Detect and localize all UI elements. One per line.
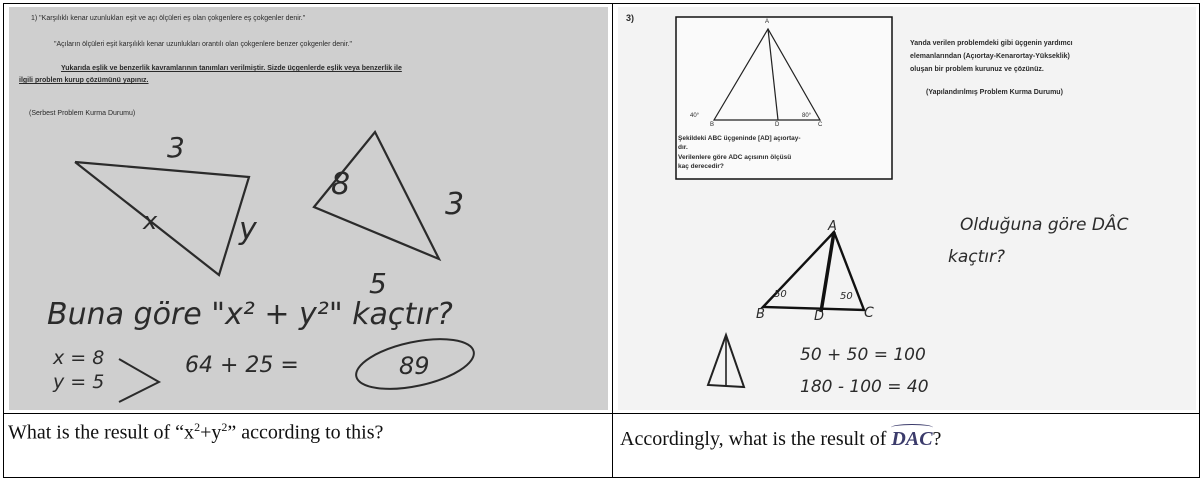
left-printed-line-3: Yukarıda eşlik ve benzerlik kavramlarını… bbox=[61, 65, 402, 72]
left-printed-line-1: 1) "Karşılıklı kenar uzunlukları eşit ve… bbox=[31, 15, 306, 22]
hand-vertex-b: B bbox=[756, 307, 765, 322]
small-sketch-triangle bbox=[706, 331, 746, 389]
left-triangle-2 bbox=[312, 129, 442, 262]
handwritten-question: Buna göre "x² + y²" kaçtır? bbox=[47, 297, 453, 332]
left-caption-sup-2: 2 bbox=[221, 420, 228, 434]
hand-calc-2: 180 - 100 = 40 bbox=[800, 377, 929, 397]
tri2-right-label: 3 bbox=[445, 187, 465, 222]
instruction-line-1: Yanda verilen problemdeki gibi üçgenin y… bbox=[910, 40, 1073, 47]
box-vertex-b: B bbox=[710, 122, 715, 128]
printed-bisector bbox=[767, 28, 779, 121]
instruction-line-4: (Yapılandırılmış Problem Kurma Durumu) bbox=[926, 89, 1063, 96]
hand-vertex-d: D bbox=[814, 309, 825, 324]
box-vertex-a: A bbox=[765, 19, 770, 25]
left-caption-mid: +y bbox=[200, 421, 222, 444]
solution-calc: 64 + 25 = bbox=[185, 353, 299, 378]
hand-question-line-1: Olduğuna göre DÂC bbox=[960, 215, 1129, 235]
hand-vertex-c: C bbox=[864, 305, 874, 321]
left-caption-sup-1: 2 bbox=[194, 420, 201, 434]
right-caption-post: ? bbox=[932, 428, 942, 450]
right-scanned-worksheet: 3) 40° 80° A B D C Şekildeki ABC üçgenin… bbox=[618, 7, 1196, 410]
hand-triangle bbox=[760, 229, 866, 312]
tri1-left-label: x bbox=[143, 207, 158, 235]
left-printed-line-4: ilgili problem kurup çözümünü yapınız. bbox=[19, 77, 149, 84]
tri2-left-label: 8 bbox=[331, 167, 351, 202]
left-triangle-1 bbox=[74, 160, 251, 277]
tri1-top-label: 3 bbox=[167, 131, 185, 164]
hand-vertex-a: A bbox=[828, 219, 837, 234]
angle-c-label: 80° bbox=[802, 113, 812, 119]
left-scanned-worksheet: 1) "Karşılıklı kenar uzunlukları eşit ve… bbox=[9, 7, 608, 410]
box-text-1: Şekildeki ABC üçgeninde [AD] açıortay- bbox=[678, 135, 801, 142]
instruction-line-3: oluşan bir problem kurunuz ve çözünüz. bbox=[910, 66, 1044, 73]
right-drawings bbox=[675, 16, 893, 389]
right-caption-angle-symbol: DAC bbox=[891, 424, 933, 450]
hand-question-line-2: kaçtır? bbox=[948, 247, 1006, 267]
solution-y: y = 5 bbox=[53, 371, 105, 393]
problem-number: 3) bbox=[626, 13, 635, 23]
left-hand-drawings bbox=[74, 129, 475, 403]
box-text-2: dır. bbox=[678, 144, 688, 151]
instruction-line-2: elemanlarından (Açıortay-Kenarortay-Yüks… bbox=[910, 53, 1070, 60]
hand-angle-b: 50 bbox=[774, 289, 787, 300]
hand-angle-c: 50 bbox=[840, 291, 853, 302]
left-printed-line-2: "Açıların ölçüleri eşit karşılıklı kenar… bbox=[54, 41, 352, 48]
left-printed-line-5: (Serbest Problem Kurma Durumu) bbox=[29, 110, 136, 117]
right-caption: Accordingly, what is the result of DAC? bbox=[620, 424, 942, 451]
right-caption-pre: Accordingly, what is the result of bbox=[620, 428, 892, 450]
box-text-3: Verilenlere göre ADC açısının ölçüsü bbox=[678, 154, 792, 161]
left-caption-post: ” according to this? bbox=[227, 421, 384, 444]
left-caption-pre: What is the result of “x bbox=[8, 421, 195, 444]
row-divider bbox=[3, 413, 1200, 414]
printed-triangle bbox=[712, 27, 822, 121]
box-vertex-d: D bbox=[775, 122, 780, 128]
box-text-4: kaç derecedir? bbox=[678, 163, 724, 170]
table-frame bbox=[3, 3, 1200, 478]
tri1-right-label: y bbox=[239, 212, 257, 247]
answer-circle bbox=[355, 338, 475, 390]
solution-x: x = 8 bbox=[53, 347, 105, 369]
tri2-bottom-label: 5 bbox=[369, 267, 387, 300]
solution-answer: 89 bbox=[399, 352, 430, 380]
brace-arrow bbox=[118, 358, 162, 403]
column-divider bbox=[612, 3, 613, 478]
angle-b-label: 40° bbox=[690, 113, 700, 119]
box-vertex-c: C bbox=[818, 122, 823, 128]
left-caption: What is the result of “x2+y2” according … bbox=[8, 420, 383, 445]
problem-box bbox=[675, 16, 893, 180]
hand-calc-1: 50 + 50 = 100 bbox=[800, 345, 926, 365]
hand-altitude bbox=[819, 231, 836, 313]
